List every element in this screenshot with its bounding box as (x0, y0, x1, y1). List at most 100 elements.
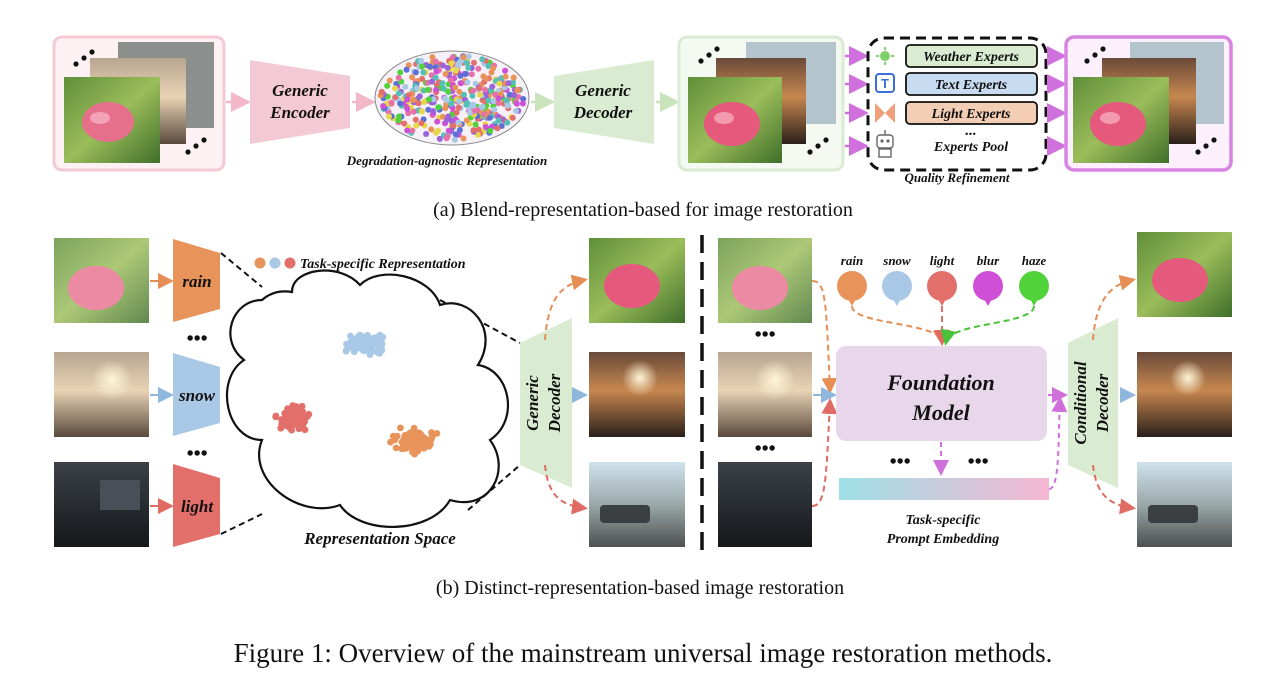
task-specific-representation-label: Task-specific Representation (300, 257, 466, 272)
mixed-feature-dot (418, 57, 425, 64)
conditional-decoder-line2: Decoder (1093, 373, 1112, 433)
mixed-feature-dot (430, 108, 436, 114)
rain-cluster-dot (416, 439, 424, 447)
mixed-feature-dot (466, 109, 473, 116)
mixed-feature-dot (448, 60, 455, 67)
right-dots-1: ••• (754, 324, 775, 346)
light-encoder-label: light (181, 497, 214, 516)
task-specific-legend: Task-specific Representation (254, 257, 466, 272)
mixed-feature-dot (476, 85, 483, 92)
light-cluster-dot (301, 417, 308, 425)
mixed-feature-dot (465, 53, 472, 60)
sun-icon (876, 47, 894, 65)
input-image-stack (52, 35, 226, 172)
rain-cluster-dot (392, 444, 400, 452)
mixed-feature-dot (436, 135, 443, 142)
mixed-feature-dot (486, 114, 493, 121)
mixed-feature-dot (445, 127, 452, 134)
output-light-image (589, 462, 685, 547)
mixed-feature-dot (429, 54, 436, 61)
right-output-rain-image (1137, 232, 1232, 317)
mixed-feature-dot (511, 92, 517, 99)
encoder-label-line2: Encoder (269, 103, 330, 122)
mixed-feature-dot (471, 59, 477, 66)
light-cluster-dot (288, 426, 295, 434)
figure-caption: Figure 1: Overview of the mainstream uni… (234, 638, 1053, 668)
mixed-feature-dot (429, 78, 435, 85)
mixed-feature-dot (416, 93, 423, 100)
snow-cluster-dot (349, 341, 356, 348)
mixed-feature-dot (403, 66, 410, 73)
mixed-feature-dot (464, 100, 471, 107)
mixed-feature-dot (489, 83, 496, 90)
snow-cluster-dot (369, 337, 376, 345)
mixed-feature-dot (452, 84, 459, 91)
mixed-feature-dot (444, 64, 451, 71)
snow-cluster-dot (366, 351, 374, 358)
mixed-feature-dot (428, 126, 435, 133)
mixed-feature-dot (490, 98, 497, 105)
mixed-feature-dot (495, 100, 502, 107)
mixed-feature-dot (495, 95, 502, 102)
right-dots-2: ••• (754, 438, 775, 460)
mixed-feature-dot (494, 125, 501, 132)
light-cluster-dot (278, 420, 286, 428)
input-light-image (54, 462, 149, 547)
mixed-feature-dot (513, 108, 519, 114)
rain-cluster-dot (428, 429, 435, 436)
rain-cluster-dot (403, 439, 411, 446)
text-experts-label: Text Experts (935, 78, 1008, 93)
mixed-feature-dot (485, 97, 492, 104)
mixed-feature-dot (435, 104, 442, 111)
mixed-feature-dot (425, 96, 432, 103)
mixed-feature-dot (514, 87, 521, 94)
panel-a-caption: (a) Blend-representation-based for image… (433, 199, 853, 221)
mixed-feature-dot (435, 127, 441, 134)
mixed-feature-dot (483, 75, 490, 82)
mixed-feature-dot (439, 113, 446, 120)
prompt-embedding: Task-specific Prompt Embedding (839, 478, 1049, 547)
mixed-feature-dot (476, 91, 483, 98)
foundation-model: Foundation Model (836, 346, 1047, 441)
mixed-feature-dot (413, 85, 420, 92)
panel-b-left: rain ••• snow ••• light Task-specific Re… (54, 238, 685, 548)
mixed-feature-dot (502, 73, 509, 80)
mixed-feature-dot (421, 98, 428, 105)
degradation-agnostic-representation: Degradation-agnostic Representation (346, 50, 547, 168)
mixed-feature-dot (426, 63, 433, 70)
foundation-line2: Model (911, 400, 970, 425)
mixed-feature-dot (418, 120, 425, 127)
mixed-feature-dot (487, 127, 494, 134)
mixed-feature-dot (439, 80, 446, 87)
generic-encoder: Generic Encoder (250, 60, 350, 144)
prompt-embedding-line2: Prompt Embedding (887, 532, 999, 547)
light-cluster-dot (282, 417, 290, 425)
mixed-feature-dot (433, 68, 440, 75)
generic-decoder-a: Generic Decoder (554, 60, 654, 144)
input-snow-image (54, 352, 149, 437)
decoder-a-label-line1: Generic (575, 81, 631, 100)
mixed-feature-dot (479, 103, 486, 110)
rain-cluster-dot (426, 438, 434, 446)
mixed-feature-dot (388, 99, 395, 106)
prompt-rain: rain (837, 253, 867, 306)
prompt-rain-label: rain (841, 253, 863, 268)
mixed-feature-dot (450, 122, 457, 129)
mixed-feature-dot (412, 116, 419, 123)
mixed-feature-dot (482, 123, 489, 130)
mixed-feature-dot (415, 100, 422, 107)
mixed-feature-dot (443, 135, 450, 142)
foundation-dots-1: ••• (889, 451, 910, 473)
experts-arrows-out (1047, 46, 1067, 156)
mixed-feature-dot (472, 121, 479, 128)
prompt-haze-label: haze (1022, 253, 1047, 268)
right-output-snow-image (1137, 352, 1232, 437)
mixed-feature-dot (442, 71, 449, 77)
mixed-feature-dot (410, 108, 417, 115)
mixed-feature-dot (419, 63, 426, 70)
mixed-feature-dot (495, 117, 502, 124)
generic-decoder-b-line1: Generic (523, 375, 542, 431)
mixed-feature-dot (513, 100, 520, 107)
svg-text:T: T (881, 76, 889, 91)
output-image-stack (1064, 35, 1233, 172)
